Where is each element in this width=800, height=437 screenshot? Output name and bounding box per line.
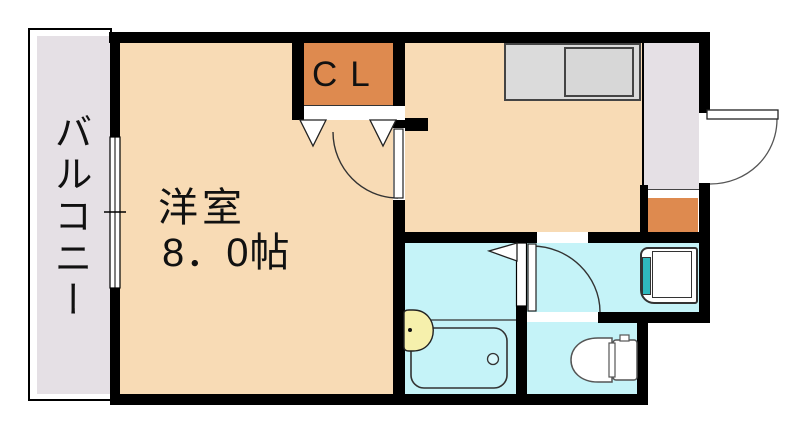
kitchen-washroom-opening — [537, 232, 588, 243]
genkan-left-wall — [640, 185, 648, 232]
closet-folding-door-icon — [298, 119, 398, 148]
entrance-doorway-gap — [699, 113, 710, 183]
sliding-window-icon — [104, 136, 126, 289]
washing-machine-pan-inner — [652, 251, 692, 298]
entrance-door-icon — [706, 109, 779, 185]
wall-right-lower — [699, 183, 710, 323]
closet-left-wall — [292, 32, 304, 120]
toilet-right-wall — [637, 312, 648, 405]
washing-machine-faucet — [642, 257, 651, 295]
wall-right-upper — [699, 32, 710, 113]
wall-left-upper — [110, 32, 120, 137]
genkan-threshold — [648, 190, 698, 198]
bathroom-folding-door-icon — [486, 242, 528, 307]
main-room-size: 8．0帖 — [162, 231, 291, 275]
toilet-doorway-threshold — [527, 312, 598, 322]
genkan-floor — [648, 198, 698, 232]
room-door-icon — [332, 128, 404, 199]
balcony-floor — [37, 36, 110, 394]
bathtub-icon — [410, 327, 508, 389]
closet-floor — [304, 43, 393, 106]
wall-top — [109, 32, 710, 43]
wall-bottom — [110, 394, 648, 405]
washroom-bottom-wall — [598, 312, 710, 323]
kitchen-sink — [564, 47, 634, 97]
hallway-floor — [644, 43, 699, 190]
closet-label: CL — [312, 55, 383, 94]
balcony-label: バルコニー — [48, 112, 90, 322]
toilet-icon — [570, 334, 638, 383]
kitchen-hallway-divider-line — [642, 43, 644, 190]
wall-left-lower — [110, 288, 120, 405]
bath-toilet-divider-wall — [516, 305, 527, 405]
room-kitchen-wall-lintel — [395, 118, 428, 131]
main-room-name: 洋室 — [158, 186, 246, 230]
washbasin-icon — [403, 309, 434, 352]
closet-door-track — [304, 106, 405, 120]
toilet-door-icon — [527, 243, 601, 313]
room-kitchen-wall-lower — [393, 200, 405, 405]
